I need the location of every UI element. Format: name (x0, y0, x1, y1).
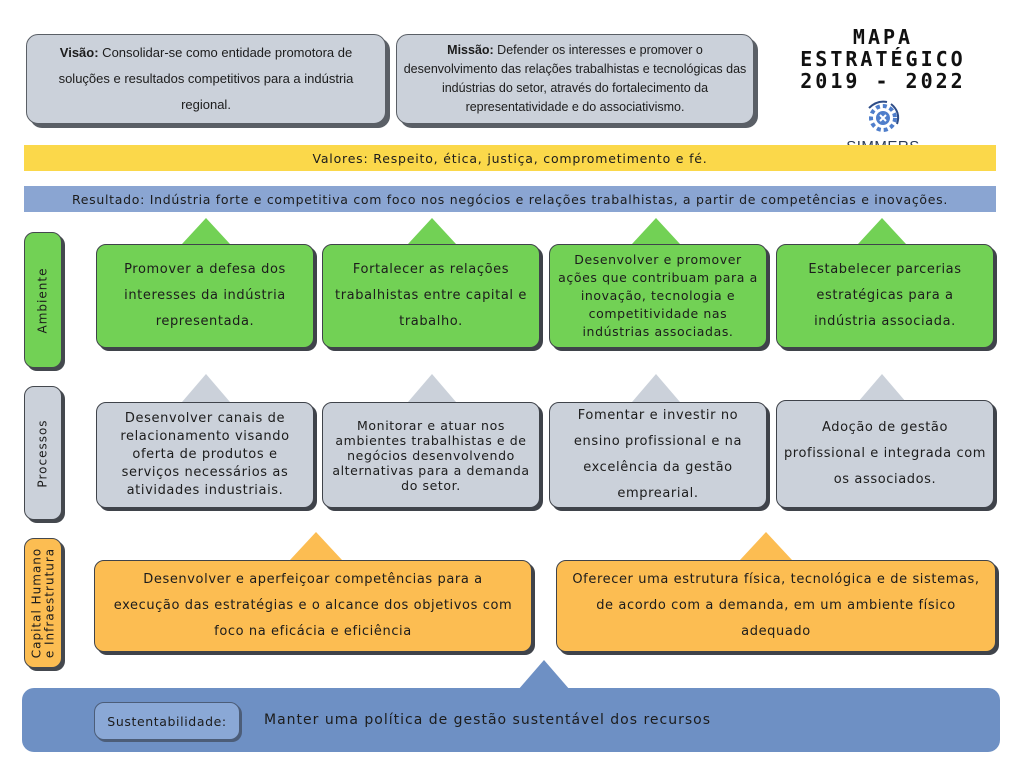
arrow-up (182, 218, 230, 244)
page-subtitle: 2019 - 2022 (800, 69, 966, 93)
arrow-up (858, 374, 906, 402)
resultado-text: Resultado: Indústria forte e competitiva… (71, 191, 949, 207)
arrow-up (740, 532, 792, 560)
capital-card-1: Desenvolver e aperfeiçoar competências p… (94, 560, 532, 652)
processos-card-1: Desenvolver canais de relacionamento vis… (96, 402, 314, 508)
side-label-capital-text: Capital Humano e Infraestrutura (29, 547, 57, 659)
ambiente-card-2: Fortalecer as relações trabalhistas entr… (322, 244, 540, 348)
arrow-up (182, 374, 230, 402)
missao-label: Missão: (447, 43, 494, 57)
arrow-up (408, 218, 456, 244)
arrow-up (408, 374, 456, 402)
sustentabilidade-label: Sustentabilidade: (94, 702, 240, 740)
processos-card-4: Adoção de gestão profissional e integrad… (776, 400, 994, 508)
ambiente-card-1: Promover a defesa dos interesses da indú… (96, 244, 314, 348)
ambiente-card-4: Estabelecer parcerias estratégicas para … (776, 244, 994, 348)
missao-text: Defender os interesses e promover o dese… (403, 43, 747, 114)
title-block: MAPA ESTRATÉGICO 2019 - 2022 SIMMERS (766, 26, 1000, 155)
arrow-up (632, 218, 680, 244)
arrow-up (290, 532, 342, 560)
resultado-band: Resultado: Indústria forte e competitiva… (24, 186, 996, 212)
side-label-processos-text: Processos (35, 418, 50, 488)
side-label-ambiente-text: Ambiente (35, 267, 50, 333)
missao-box: Missão: Defender os interesses e promove… (396, 34, 754, 124)
visao-box: Visão: Consolidar-se como entidade promo… (26, 34, 386, 124)
page-title: MAPA ESTRATÉGICO (800, 25, 966, 71)
arrow-up (858, 218, 906, 244)
sustentabilidade-text: Manter uma política de gestão sustentáve… (264, 712, 712, 728)
arrow-up (632, 374, 680, 402)
side-label-ambiente: Ambiente (24, 232, 62, 368)
valores-band: Valores: Respeito, ética, justiça, compr… (24, 145, 996, 171)
visao-label: Visão: (59, 45, 99, 60)
valores-text: Valores: Respeito, ética, justiça, compr… (312, 150, 708, 166)
processos-card-2: Monitorar e atuar nos ambientes trabalhi… (322, 402, 540, 508)
capital-card-2: Oferecer uma estrutura física, tecnológi… (556, 560, 996, 652)
arrow-up (518, 660, 570, 690)
visao-text: Consolidar-se como entidade promotora de… (58, 45, 354, 112)
ambiente-card-3: Desenvolver e promover ações que contrib… (549, 244, 767, 348)
processos-card-3: Fomentar e investir no ensino profission… (549, 402, 767, 508)
gear-logo-icon (848, 100, 918, 136)
side-label-capital: Capital Humano e Infraestrutura (24, 538, 62, 668)
side-label-processos: Processos (24, 386, 62, 520)
